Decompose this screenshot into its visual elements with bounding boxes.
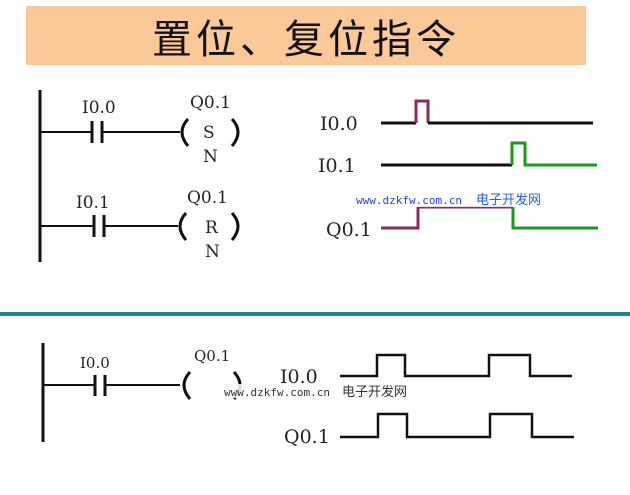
coil-label: Q0.1 — [187, 188, 228, 208]
signal-label: I0.1 — [318, 155, 356, 177]
timing-diagram-top — [381, 99, 598, 230]
contact-label: I0.1 — [76, 193, 110, 213]
timing-diagram-bottom — [340, 353, 574, 439]
rung-set — [40, 117, 240, 147]
coil-label: Q0.1 — [194, 347, 230, 365]
ladder-diagram-bottom — [41, 343, 242, 442]
watermark-site-name: 电子开发网 — [342, 384, 407, 400]
waveform-i0-0 — [340, 353, 572, 378]
coil-right-paren — [230, 211, 240, 241]
watermark-bg — [350, 192, 546, 207]
signal-label: Q0.1 — [326, 219, 372, 241]
coil-left-paren — [180, 117, 190, 147]
watermark-url: www.dzkfw.com.cn — [356, 194, 462, 207]
coil-type-set: S — [203, 123, 215, 143]
coil-label: Q0.1 — [190, 93, 231, 113]
contact-label: I0.0 — [82, 98, 116, 118]
signal-label: I0.0 — [320, 113, 358, 135]
rung-reset — [40, 211, 240, 241]
title-banner: 置位、复位指令 — [26, 6, 586, 65]
signal-label: I0.0 — [280, 366, 318, 388]
coil-left-paren — [178, 211, 188, 241]
ladder-diagram-top — [38, 90, 240, 262]
watermark-site-name: 电子开发网 — [476, 192, 541, 208]
watermark-bg — [220, 384, 416, 398]
pulse-i0-0 — [414, 99, 430, 123]
waveform-q0-1 — [340, 412, 574, 439]
coil-type-reset: R — [205, 218, 219, 238]
contact-label: I0.0 — [80, 354, 110, 372]
waveform-q0-1-reset — [511, 207, 598, 230]
watermark-url: www.dzkfw.com.cn — [224, 386, 330, 399]
coil-count: N — [203, 147, 218, 167]
coil-count: N — [205, 242, 220, 262]
coil-right-paren — [230, 117, 240, 147]
waveform-q0-1-set — [381, 205, 513, 230]
pulse-i0-1 — [510, 141, 597, 167]
signal-label: Q0.1 — [284, 426, 330, 448]
page-title: 置位、复位指令 — [152, 16, 460, 63]
coil-left-paren — [182, 370, 192, 400]
